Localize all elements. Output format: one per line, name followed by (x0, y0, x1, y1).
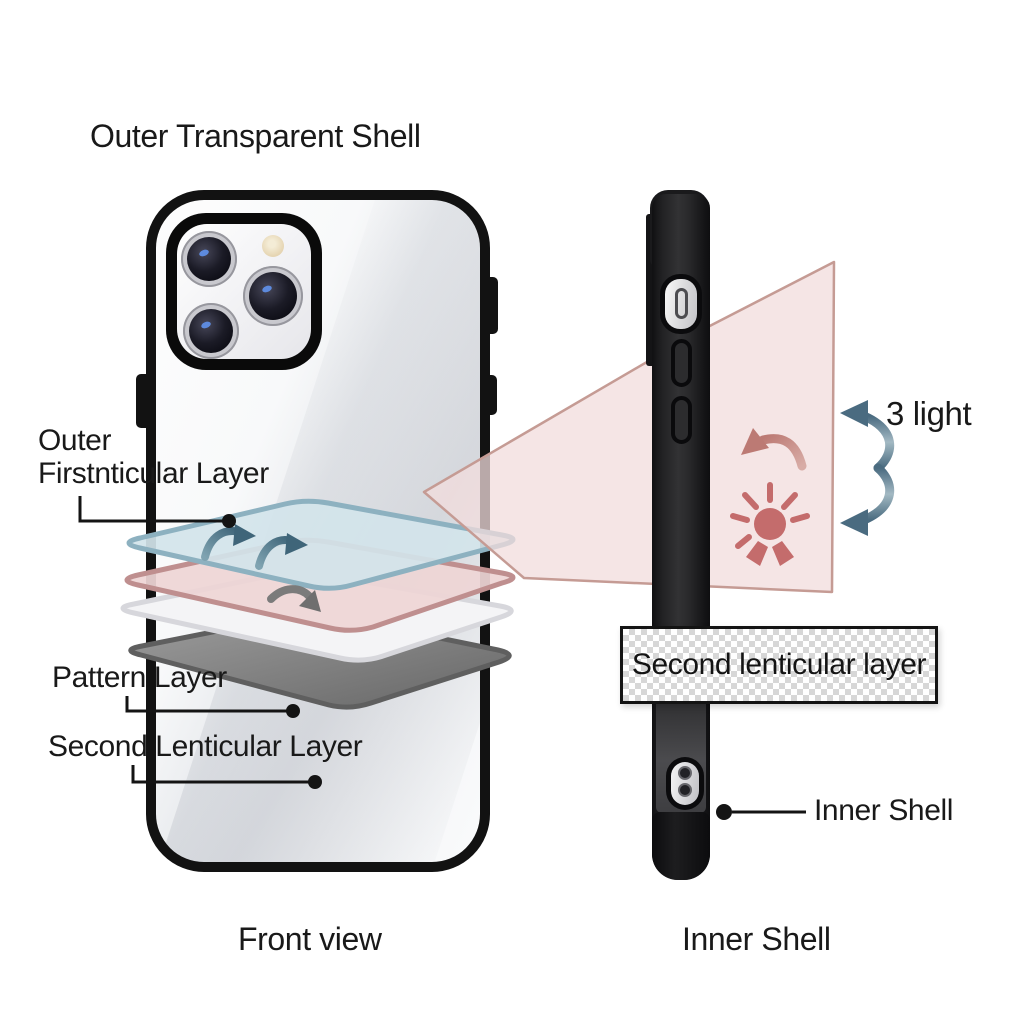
side-camera-lens-top (678, 766, 692, 780)
lens-glass (249, 272, 297, 320)
three-light-label: 3 light (886, 395, 972, 432)
second-lenticular-box-label: Second lenticular layer (631, 648, 927, 681)
left-side-button (136, 374, 146, 428)
lens-glass (187, 237, 231, 281)
second-lenticular-layer-box: Second lenticular layer (620, 626, 938, 704)
lens-glint (261, 284, 274, 295)
double-curved-arrow-icon (840, 400, 895, 536)
pattern-layer-label: Pattern Layer (52, 661, 227, 694)
front-view-caption: Front view (238, 921, 382, 957)
flash-icon (262, 235, 284, 257)
volume-up-button (671, 339, 692, 387)
lens-glint (200, 320, 213, 330)
volume-down-button (671, 396, 692, 444)
inner-shell-pointer-label: Inner Shell (814, 794, 954, 827)
camera-lens-bottom-left (183, 303, 239, 359)
lens-glass (189, 309, 233, 353)
side-case-bottom (652, 812, 710, 880)
side-camera-lens-bottom (678, 783, 692, 797)
inner-shell-caption: Inner Shell (682, 921, 831, 957)
rotate-ccw-arrow-icon (741, 428, 807, 471)
camera-module (166, 213, 322, 370)
right-side-button (486, 375, 497, 415)
lens-glint (198, 248, 211, 258)
power-button (486, 277, 498, 334)
sunburst-light-icon (730, 482, 810, 566)
second-lenticular-label: Second Lenticular Layer (48, 730, 363, 763)
outer-transparent-shell-label: Outer Transparent Shell (90, 118, 421, 154)
first-lenticular-label-line1: Outer (38, 424, 112, 457)
camera-lens-top-left (181, 231, 237, 287)
first-lenticular-label: Outer Firstnticular Layer (38, 424, 269, 490)
first-lenticular-label-line2: Firstnticular Layer (38, 457, 269, 490)
camera-lens-right (243, 266, 303, 326)
mute-switch-slot (675, 288, 688, 319)
